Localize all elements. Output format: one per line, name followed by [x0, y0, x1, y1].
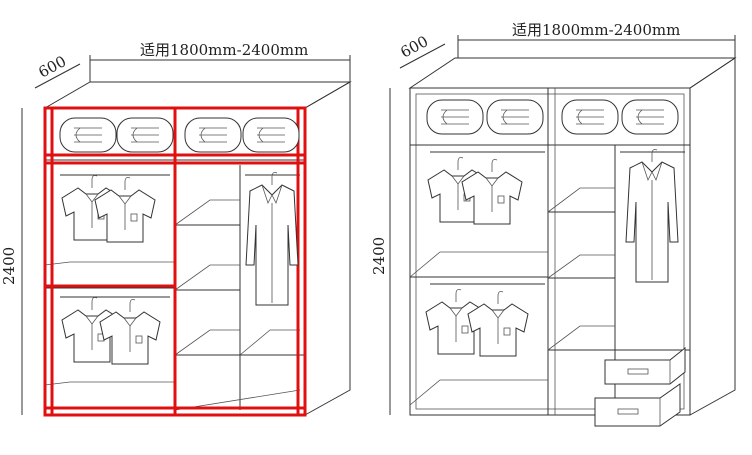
folded-quilts [59, 117, 300, 153]
drawer-handle [617, 408, 639, 415]
folded-quilts [426, 99, 679, 135]
height-label: 2400 [370, 237, 388, 275]
hanging-coat [245, 172, 299, 306]
drawers [594, 346, 686, 427]
cabinet-body [43, 81, 352, 416]
depth-dimension: 600 [34, 52, 81, 89]
cabinet-body [408, 57, 737, 416]
left-wardrobe: 适用1800mm-2400mm 600 2400 [0, 41, 352, 417]
width-dimension: 适用1800mm-2400mm [89, 41, 351, 82]
width-label: 适用1800mm-2400mm [140, 41, 308, 59]
right-wardrobe: 适用1800mm-2400mm 600 2400 [370, 21, 737, 427]
hanging-shirts [425, 157, 529, 357]
hanging-coat [625, 149, 679, 283]
drawer-handle [627, 368, 649, 375]
drawer-lower[interactable] [594, 383, 681, 427]
width-label: 适用1800mm-2400mm [512, 21, 680, 39]
width-dimension: 适用1800mm-2400mm [457, 21, 736, 58]
height-dimension: 2400 [370, 88, 391, 415]
depth-label: 600 [35, 52, 69, 81]
height-label: 2400 [0, 247, 18, 285]
depth-label: 600 [397, 32, 431, 61]
hanging-shirts [61, 175, 161, 365]
drawer-upper[interactable] [604, 346, 686, 385]
depth-dimension: 600 [397, 32, 446, 69]
height-dimension: 2400 [0, 108, 23, 415]
